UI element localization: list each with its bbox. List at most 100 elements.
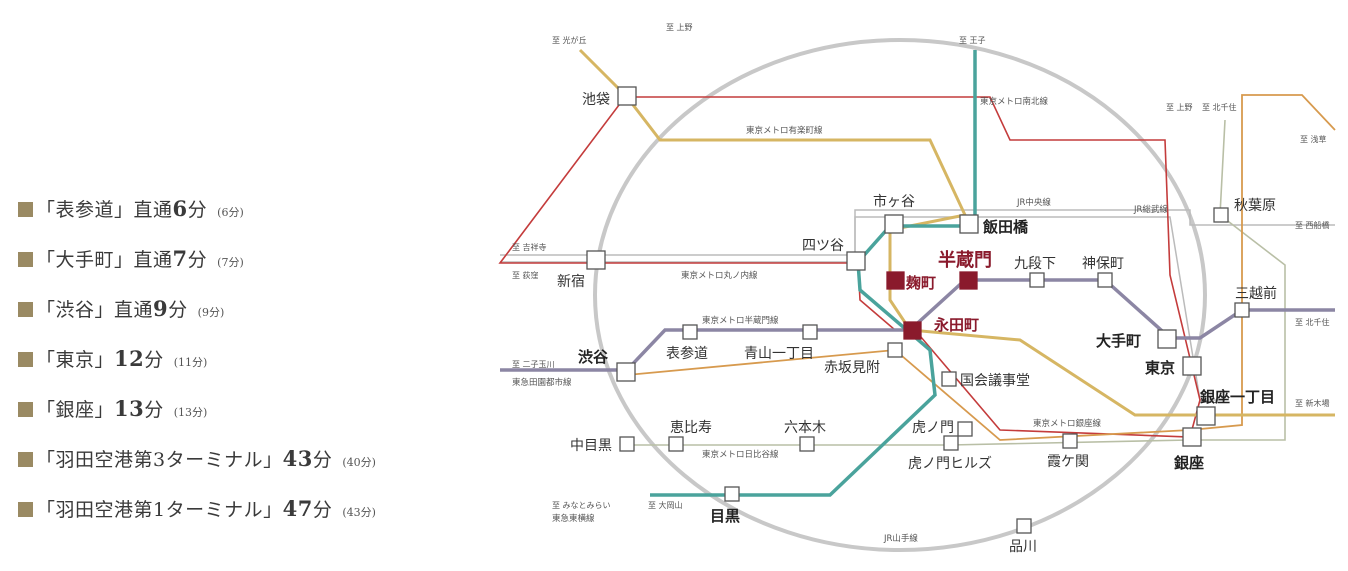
label-toranomon: 虎ノ門 <box>912 420 954 436</box>
station-omotesando <box>682 324 698 340</box>
label-kokkai-gijidomae: 国会議事堂 <box>960 372 1030 389</box>
marunouchi-line <box>498 96 1201 438</box>
route-time: 47 <box>282 496 313 521</box>
label-ichigaya: 市ヶ谷 <box>873 193 915 210</box>
station-nagatacho <box>903 321 922 340</box>
route-time: 13 <box>114 396 145 421</box>
route-bullet-icon <box>18 502 33 517</box>
station-kasumigaseki <box>1062 433 1078 449</box>
stations-layer <box>586 86 1250 534</box>
dir-ueno-top: 至 上野 <box>666 23 693 32</box>
line-label-denentoshi: 東急田園都市線 <box>512 377 572 388</box>
station-toranomon <box>957 421 973 437</box>
label-kasumigaseki: 霞ケ関 <box>1047 454 1089 470</box>
station-akihabara <box>1213 207 1229 223</box>
station-kojimachi <box>886 271 905 290</box>
route-alt-time: (9分) <box>197 306 225 319</box>
station-ikebukuro <box>617 86 637 106</box>
namboku-line <box>650 50 977 497</box>
label-akasaka-mitsuke: 赤坂見附 <box>824 360 880 376</box>
route-bullet-icon <box>18 252 33 267</box>
label-otemachi: 大手町 <box>1096 332 1141 350</box>
dir-minatomirai: 至 みなとみらい <box>552 501 611 510</box>
label-meguro: 目黒 <box>710 507 740 525</box>
hibiya-line <box>627 119 1286 446</box>
station-ichigaya <box>884 214 904 234</box>
label-mitsukoshimae: 三越前 <box>1235 285 1277 302</box>
label-kudanshita: 九段下 <box>1014 256 1056 272</box>
route-item: 「銀座」13分(13分) <box>18 395 488 445</box>
route-destination: 「羽田空港第1ターミナル」47分 <box>36 496 333 521</box>
label-shibuya: 渋谷 <box>578 348 609 366</box>
line-label-toyoko: 東急東横線 <box>552 513 595 524</box>
label-jimbocho: 神保町 <box>1082 256 1124 272</box>
route-alt-time: (43分) <box>342 506 376 519</box>
yamanote-line <box>593 38 1207 552</box>
route-bullet-icon <box>18 402 33 417</box>
line-label-namboku: 東京メトロ南北線 <box>980 96 1049 107</box>
line-label-ginza: 東京メトロ銀座線 <box>1033 418 1102 429</box>
station-ebisu <box>668 436 684 452</box>
dir-hikarigaoka: 至 光が丘 <box>552 35 587 45</box>
station-jimbocho <box>1097 272 1113 288</box>
dir-ueno-right: 至 上野 <box>1166 103 1193 112</box>
label-ginza: 銀座 <box>1174 454 1204 472</box>
line-label-marunouchi: 東京メトロ丸ノ内線 <box>681 270 758 281</box>
station-ginza <box>1182 427 1202 447</box>
dir-ookayama: 至 大岡山 <box>648 500 683 510</box>
subway-route-map: 池袋 新宿 四ツ谷 市ヶ谷 飯田橋 半蔵門 麹町 永田町 九段下 神保町 秋葉原… <box>498 23 1336 555</box>
station-akasaka-mitsuke <box>887 342 903 358</box>
route-alt-time: (13分) <box>173 406 208 419</box>
dir-kitasenju-top: 至 北千住 <box>1202 102 1237 112</box>
label-iidabashi: 飯田橋 <box>982 218 1029 236</box>
line-label-yamanote: JR山手線 <box>883 533 918 544</box>
dir-futakotamagawa: 至 二子玉川 <box>512 360 555 369</box>
route-alt-time: (40分) <box>342 456 376 469</box>
route-destination: 「大手町」直通7分 <box>36 246 208 271</box>
station-tokyo <box>1182 356 1202 376</box>
route-destination: 「渋谷」直通9分 <box>36 296 188 321</box>
dir-shinkiba: 至 新木場 <box>1295 398 1330 408</box>
station-toranomon-hills <box>943 435 959 451</box>
label-shinjuku: 新宿 <box>557 273 585 290</box>
route-time: 6 <box>172 196 188 221</box>
route-item: 「羽田空港第3ターミナル」43分 (40分) <box>18 445 488 495</box>
label-nagatacho: 永田町 <box>933 316 979 334</box>
station-iidabashi <box>959 214 979 234</box>
station-roppongi <box>799 436 815 452</box>
station-aoyama-itchome <box>802 324 818 340</box>
label-omotesando: 表参道 <box>666 345 708 362</box>
ginza-line <box>626 94 1336 441</box>
route-item: 「渋谷」直通9分 (9分) <box>18 295 488 345</box>
station-hanzomon <box>959 271 978 290</box>
route-bullet-icon <box>18 352 33 367</box>
label-yotsuya: 四ツ谷 <box>802 238 844 254</box>
route-item: 「大手町」直通7分(7分) <box>18 245 488 295</box>
station-ginza-itchome <box>1196 406 1216 426</box>
route-list: 「表参道」直通6分(6分)「大手町」直通7分(7分)「渋谷」直通9分(9分)「東… <box>18 195 488 545</box>
label-ebisu: 恵比寿 <box>670 419 712 436</box>
line-label-jr-chuo: JR中央線 <box>1016 197 1051 208</box>
station-shinagawa <box>1016 518 1032 534</box>
label-ginza-itchome: 銀座一丁目 <box>1200 388 1275 406</box>
route-item: 「羽田空港第1ターミナル」47分 (43分) <box>18 495 488 545</box>
route-time: 12 <box>114 346 145 371</box>
hanzomon-line <box>500 278 1335 372</box>
line-label-hibiya: 東京メトロ日比谷線 <box>702 449 779 460</box>
label-nakameguro: 中目黒 <box>570 438 612 454</box>
dir-ogikubo: 至 荻窪 <box>512 270 539 280</box>
line-label-hanzomon: 東京メトロ半蔵門線 <box>702 315 779 326</box>
label-toranomon-hills: 虎ノ門ヒルズ <box>908 456 992 472</box>
station-mitsukoshimae <box>1234 302 1250 318</box>
route-destination: 「羽田空港第3ターミナル」43分 <box>36 446 333 471</box>
label-ikebukuro: 池袋 <box>582 92 610 108</box>
route-time: 43 <box>282 446 313 471</box>
dir-kichijoji: 至 吉祥寺 <box>512 242 547 252</box>
dir-asakusa: 至 浅草 <box>1300 134 1327 144</box>
label-shinagawa: 品川 <box>1009 539 1037 555</box>
label-aoyama-itchome: 青山一丁目 <box>744 346 814 362</box>
station-kudanshita <box>1029 272 1045 288</box>
label-akihabara: 秋葉原 <box>1234 198 1276 214</box>
route-bullet-icon <box>18 202 33 217</box>
label-kojimachi: 麹町 <box>905 274 936 292</box>
